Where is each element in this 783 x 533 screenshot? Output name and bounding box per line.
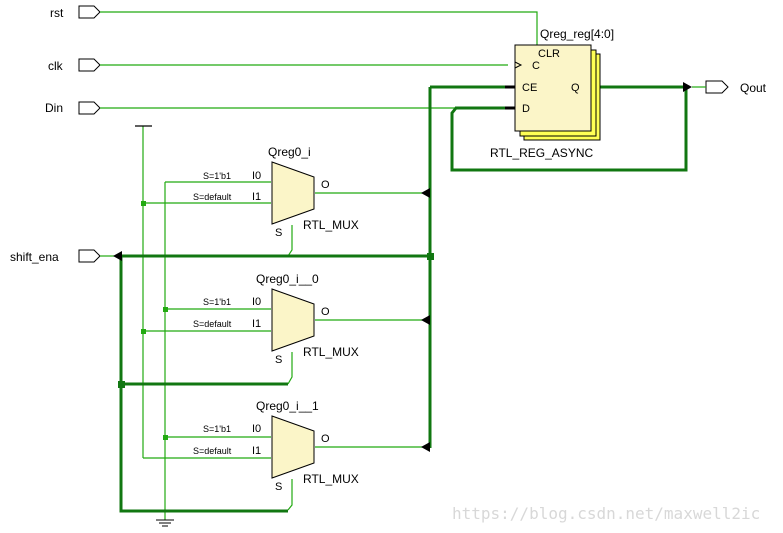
- mux-cond1: S=default: [193, 319, 232, 329]
- mux-type: RTL_MUX: [303, 472, 359, 486]
- port-shift-ena[interactable]: shift_ena: [10, 249, 101, 264]
- junction-dot: [163, 435, 168, 440]
- pin-s: S: [275, 227, 282, 239]
- pin-ce: CE: [522, 82, 537, 94]
- junction-dot: [163, 307, 168, 312]
- junctions: [118, 201, 434, 440]
- register-qreg[interactable]: Qreg_reg[4:0] CLR C CE D Q RTL_REG_ASYNC: [490, 27, 614, 160]
- port-label: clk: [48, 59, 64, 73]
- input-port-icon: [78, 249, 101, 263]
- mux-type: RTL_MUX: [303, 345, 359, 359]
- pin-i1: I1: [252, 191, 261, 203]
- mux-cond0: S=1'b1: [203, 171, 231, 181]
- mux-qreg0-i-1[interactable]: Qreg0_i__1 S=1'b1 S=default I0 I1 O S RT…: [193, 399, 359, 493]
- port-label: Qout: [740, 81, 767, 95]
- input-port-icon: [78, 58, 101, 72]
- input-port-icon: [78, 101, 101, 115]
- arrow-icon: [421, 188, 430, 198]
- pin-i1: I1: [252, 318, 261, 330]
- mux-cond1: S=default: [193, 192, 232, 202]
- arrow-icon: [421, 442, 430, 452]
- pin-i1: I1: [252, 445, 261, 457]
- pin-o: O: [321, 306, 330, 318]
- mux-type: RTL_MUX: [303, 218, 359, 232]
- bus-q-feedback[interactable]: [450, 85, 688, 172]
- output-port-icon: [705, 80, 729, 94]
- pin-i0: I0: [252, 170, 261, 182]
- port-label: Din: [45, 101, 63, 115]
- pin-o: O: [321, 179, 330, 191]
- register-instance: Qreg_reg[4:0]: [540, 27, 614, 41]
- port-clk[interactable]: clk: [48, 58, 101, 73]
- arrow-icon: [421, 315, 430, 325]
- mux-body: [271, 415, 315, 479]
- port-label: rst: [50, 6, 64, 20]
- pin-i0: I0: [252, 296, 261, 308]
- wire-mux1-s[interactable]: [287, 225, 293, 257]
- wire-rst[interactable]: [100, 11, 538, 45]
- arrow-icon: [683, 82, 692, 92]
- pin-i0: I0: [252, 423, 261, 435]
- pin-q: Q: [571, 82, 580, 94]
- mux-instance: Qreg0_i: [268, 145, 311, 159]
- mux-cond0: S=1'b1: [203, 424, 231, 434]
- clock-pin-icon: [514, 61, 523, 69]
- port-label: shift_ena: [10, 250, 59, 264]
- mux-cond0: S=1'b1: [203, 297, 231, 307]
- register-body: [514, 44, 592, 132]
- mux-instance: Qreg0_i__0: [256, 272, 319, 286]
- junction-dot: [427, 253, 434, 260]
- bus-shift-ena-loop[interactable]: [119, 256, 288, 513]
- wire-mux3-s[interactable]: [287, 479, 293, 511]
- port-qout[interactable]: Qout: [705, 80, 767, 95]
- pin-s: S: [275, 354, 282, 366]
- junction-dot: [141, 201, 146, 206]
- thin-wires: [100, 11, 706, 520]
- mux-qreg0-i[interactable]: Qreg0_i S=1'b1 S=default I0 I1 O S RTL_M…: [193, 145, 359, 239]
- register-type: RTL_REG_ASYNC: [490, 146, 593, 160]
- junction-dot: [141, 329, 146, 334]
- ground-symbol: [156, 519, 174, 527]
- input-port-icon: [78, 5, 101, 19]
- arrows: [113, 82, 692, 452]
- mux-cond1: S=default: [193, 446, 232, 456]
- port-rst[interactable]: rst: [50, 5, 101, 20]
- port-din[interactable]: Din: [45, 101, 101, 115]
- junction-dot: [118, 381, 125, 388]
- mux-instance: Qreg0_i__1: [256, 399, 319, 413]
- mux-body: [271, 288, 315, 352]
- pin-o: O: [321, 433, 330, 445]
- bus-wires: [119, 85, 688, 513]
- wire-mux2-s[interactable]: [287, 352, 293, 385]
- pin-s: S: [275, 481, 282, 493]
- pin-clr: CLR: [538, 48, 560, 60]
- mux-body: [271, 161, 315, 225]
- mux-qreg0-i-0[interactable]: Qreg0_i__0 S=1'b1 S=default I0 I1 O S RT…: [193, 272, 359, 366]
- arrow-icon: [113, 251, 122, 261]
- pin-d: D: [522, 103, 530, 115]
- pin-c: C: [532, 60, 540, 72]
- watermark: https://blog.csdn.net/maxwell2ic: [452, 504, 760, 523]
